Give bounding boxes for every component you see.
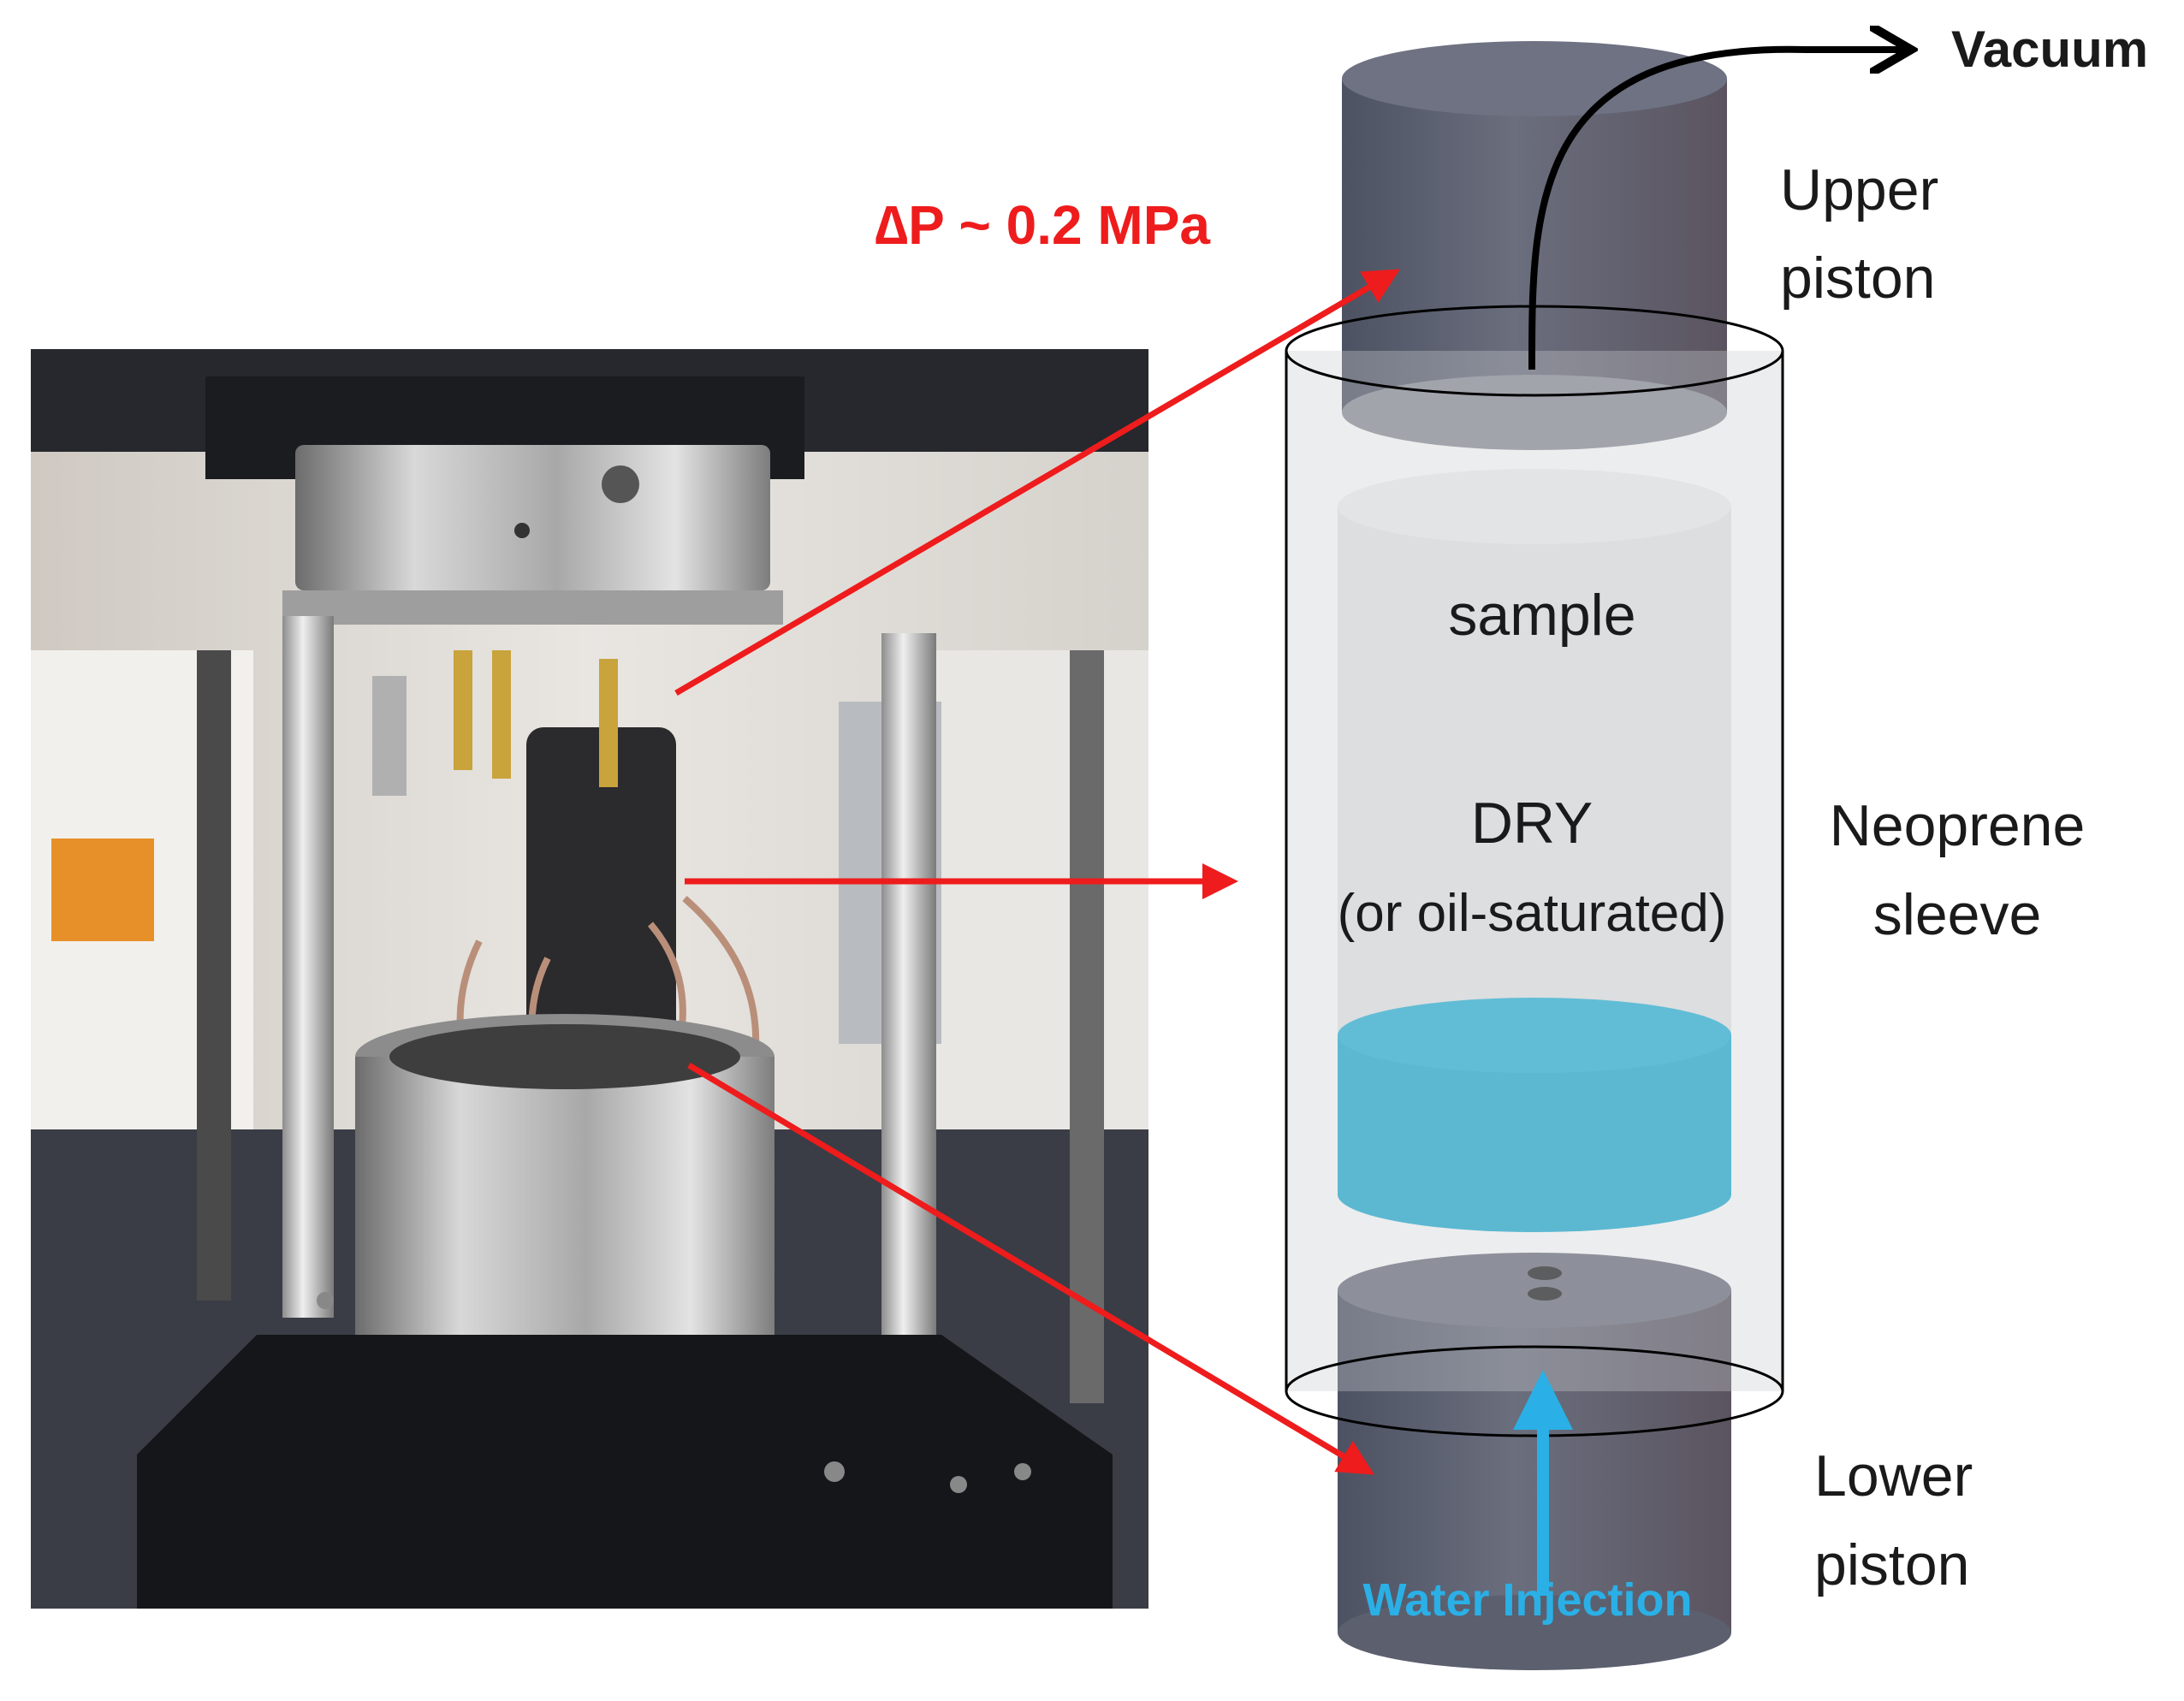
arrow-to-lower-piston xyxy=(687,1062,1375,1475)
triaxial-cell-photo xyxy=(31,349,1148,1609)
sample-label: sample xyxy=(1448,583,1635,648)
water-injection-label: Water Injection xyxy=(1362,1574,1692,1626)
upper-piston-label-line2: piston xyxy=(1780,246,1935,311)
upper-piston-label-line1: Upper xyxy=(1780,157,1938,222)
arrow-to-upper-piston xyxy=(674,269,1401,696)
neoprene-label-line2: sleeve xyxy=(1873,882,2042,947)
schematic xyxy=(1285,41,1904,1670)
oil-saturated-label: (or oil-saturated) xyxy=(1338,884,1727,943)
dry-label: DRY xyxy=(1471,791,1593,856)
vacuum-label: Vacuum xyxy=(1951,21,2148,78)
vacuum-arrow xyxy=(1528,50,1904,370)
lower-piston-label-line2: piston xyxy=(1814,1532,1969,1597)
water-zone xyxy=(1338,998,1731,1232)
callout-arrows xyxy=(674,269,1401,1475)
pressure-label: ∆P ~ 0.2 MPa xyxy=(875,194,1210,256)
neoprene-sleeve xyxy=(1285,305,1784,1437)
neoprene-label-line1: Neoprene xyxy=(1830,793,2086,858)
lower-piston-label-line1: Lower xyxy=(1814,1443,1973,1508)
